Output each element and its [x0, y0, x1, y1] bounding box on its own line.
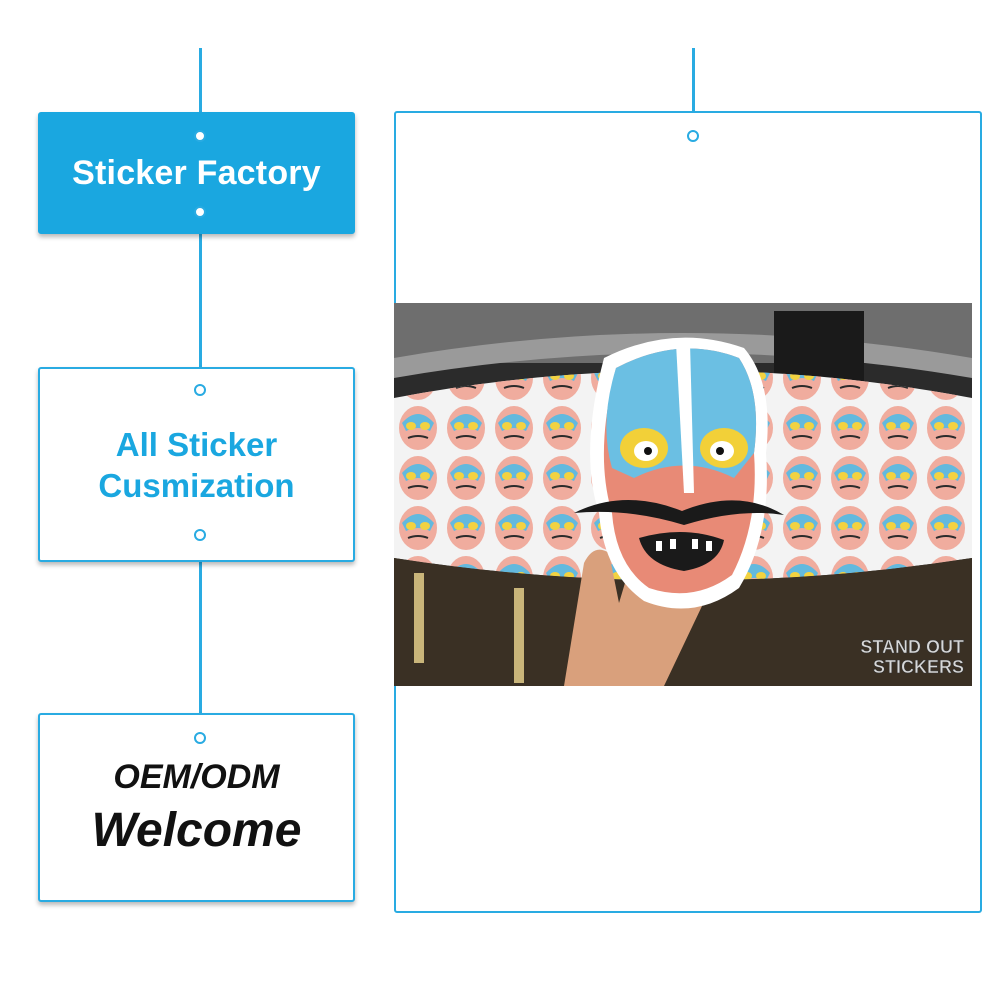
connector-dot — [194, 206, 206, 218]
connector-dot — [194, 384, 206, 396]
connector-line-top-right — [692, 48, 695, 136]
connector-dot — [194, 130, 206, 142]
sticker-photo-illustration: STAND OUT STICKERS — [394, 303, 972, 686]
customization-line-1: All Sticker — [115, 425, 278, 463]
connector-dot — [194, 529, 206, 541]
watermark-line-1: STAND OUT — [860, 637, 964, 657]
connector-dot — [687, 130, 699, 142]
customization-line-2: Cusmization — [98, 466, 295, 504]
oem-odm-label: OEM/ODM — [113, 757, 280, 796]
connector-line-left-2 — [199, 535, 202, 738]
connector-line-top-left — [199, 48, 202, 136]
connector-line-left-1 — [199, 212, 202, 390]
oem-odm-card: OEM/ODM Welcome — [38, 713, 355, 902]
sticker-factory-title: Sticker Factory — [72, 153, 321, 192]
welcome-label: Welcome — [91, 803, 302, 857]
connector-dot — [194, 732, 206, 744]
watermark-line-2: STICKERS — [873, 657, 964, 677]
sticker-printer-photo: STAND OUT STICKERS — [394, 303, 972, 686]
